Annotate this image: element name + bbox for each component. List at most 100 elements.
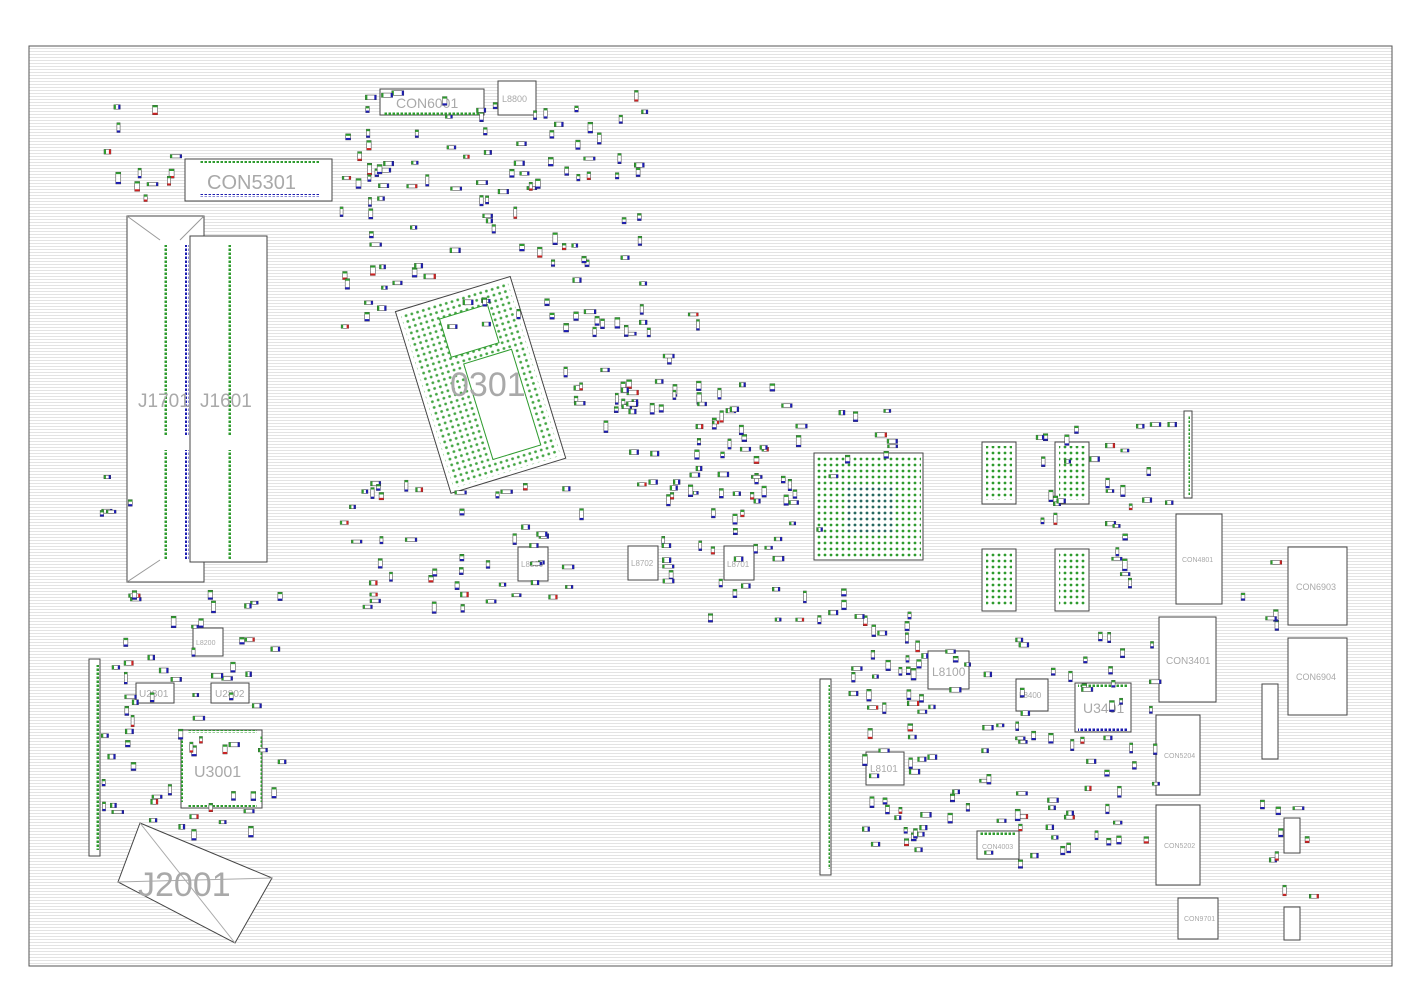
- smd-pad: [459, 554, 465, 562]
- label-con9701: CON9701: [1184, 916, 1215, 923]
- smd-pad: [871, 624, 876, 637]
- smd-pad: [509, 169, 515, 178]
- connector-con5202: [1155, 804, 1201, 886]
- smd-pad: [149, 692, 155, 703]
- smd-pad: [250, 600, 259, 605]
- smd-pad: [583, 309, 597, 315]
- smd-pad: [1105, 803, 1110, 815]
- label-l8100: L8100: [932, 665, 966, 679]
- smd-pad: [130, 715, 135, 728]
- smd-pad: [529, 543, 539, 548]
- smd-pad: [788, 500, 799, 505]
- smd-pad: [1153, 743, 1158, 755]
- smd-pad: [548, 157, 554, 167]
- label-u3001: U3001: [194, 764, 241, 781]
- smd-pad: [459, 508, 465, 516]
- smd-pad: [485, 195, 490, 205]
- smd-pad: [482, 213, 493, 218]
- smd-pad: [1047, 797, 1059, 803]
- smd-pad: [576, 173, 581, 182]
- smd-pad: [1132, 761, 1137, 770]
- label-con4801: CON4801: [1182, 557, 1213, 564]
- smd-pad: [1146, 467, 1151, 477]
- smd-pad: [637, 235, 643, 246]
- smd-pad: [339, 206, 344, 217]
- smd-pad: [378, 492, 384, 501]
- smd-pad: [872, 674, 879, 679]
- smd-pad: [1064, 434, 1070, 446]
- smd-pad: [903, 827, 908, 834]
- smd-pad: [739, 382, 746, 388]
- smd-pad: [761, 485, 767, 498]
- smd-pad: [131, 699, 139, 705]
- smd-pad: [1015, 637, 1024, 643]
- smd-pad: [552, 232, 558, 245]
- connector-con3401: [1158, 616, 1217, 703]
- smd-pad: [1089, 456, 1100, 462]
- smd-pad: [479, 111, 484, 122]
- smd-pad: [192, 715, 206, 721]
- smd-pad: [1122, 533, 1128, 541]
- smd-pad: [102, 801, 106, 812]
- smd-pad: [106, 509, 117, 514]
- smd-pad: [381, 285, 388, 290]
- smd-pad: [1309, 893, 1319, 899]
- smd-pad: [641, 109, 649, 114]
- smd-pad: [1278, 828, 1284, 838]
- smd-pad: [673, 479, 681, 485]
- smd-pad: [584, 259, 590, 267]
- smd-pad: [1066, 842, 1071, 854]
- smd-pad: [572, 277, 582, 283]
- smd-pad: [450, 186, 463, 191]
- smd-pad: [696, 380, 702, 391]
- smd-pad: [586, 171, 591, 180]
- smd-pad: [516, 309, 521, 320]
- smd-pad: [1080, 736, 1085, 744]
- label-l8200: L8200: [196, 640, 216, 647]
- inductor-l8200: [192, 627, 224, 657]
- smd-pad: [710, 546, 715, 555]
- smd-pad: [1035, 434, 1045, 440]
- connector-center-strip: [819, 678, 832, 876]
- smd-pad: [362, 604, 373, 609]
- smd-pad: [513, 160, 525, 166]
- smd-pad: [637, 213, 642, 221]
- smd-pad: [462, 299, 474, 306]
- chip-center-bga: [813, 452, 924, 561]
- smd-pad: [795, 617, 805, 622]
- chip-u0301: [394, 275, 567, 494]
- smd-pad: [376, 164, 383, 175]
- smd-pad: [905, 655, 910, 663]
- memory-chip-2: [1054, 441, 1090, 505]
- smd-pad: [571, 243, 579, 248]
- smd-pad: [211, 600, 216, 614]
- smd-pad: [270, 646, 281, 652]
- smd-pad: [519, 243, 525, 252]
- smd-pad: [759, 445, 768, 450]
- smd-pad: [620, 387, 629, 393]
- smd-pad: [634, 90, 639, 102]
- smd-pad: [853, 411, 859, 422]
- connector-con5204: [1155, 714, 1201, 796]
- smd-pad: [565, 585, 574, 589]
- smd-pad: [349, 504, 356, 509]
- smd-pad: [907, 611, 912, 620]
- label-con3401: CON3401: [1166, 656, 1211, 667]
- smd-pad: [199, 736, 203, 744]
- smd-pad: [391, 90, 405, 96]
- smd-pad: [549, 312, 555, 320]
- smd-pad: [1066, 810, 1074, 816]
- smd-pad: [554, 121, 564, 127]
- smd-pad: [143, 194, 148, 202]
- smd-pad: [1083, 656, 1088, 664]
- smd-pad: [669, 485, 678, 491]
- smd-pad: [530, 580, 540, 586]
- smd-pad: [952, 656, 959, 663]
- smd-pad: [498, 582, 507, 587]
- smd-pad: [189, 814, 199, 819]
- smd-pad: [649, 403, 655, 415]
- smd-pad: [1015, 721, 1019, 731]
- smd-pad: [1108, 666, 1113, 675]
- smd-pad: [862, 754, 868, 767]
- smd-pad: [277, 759, 287, 765]
